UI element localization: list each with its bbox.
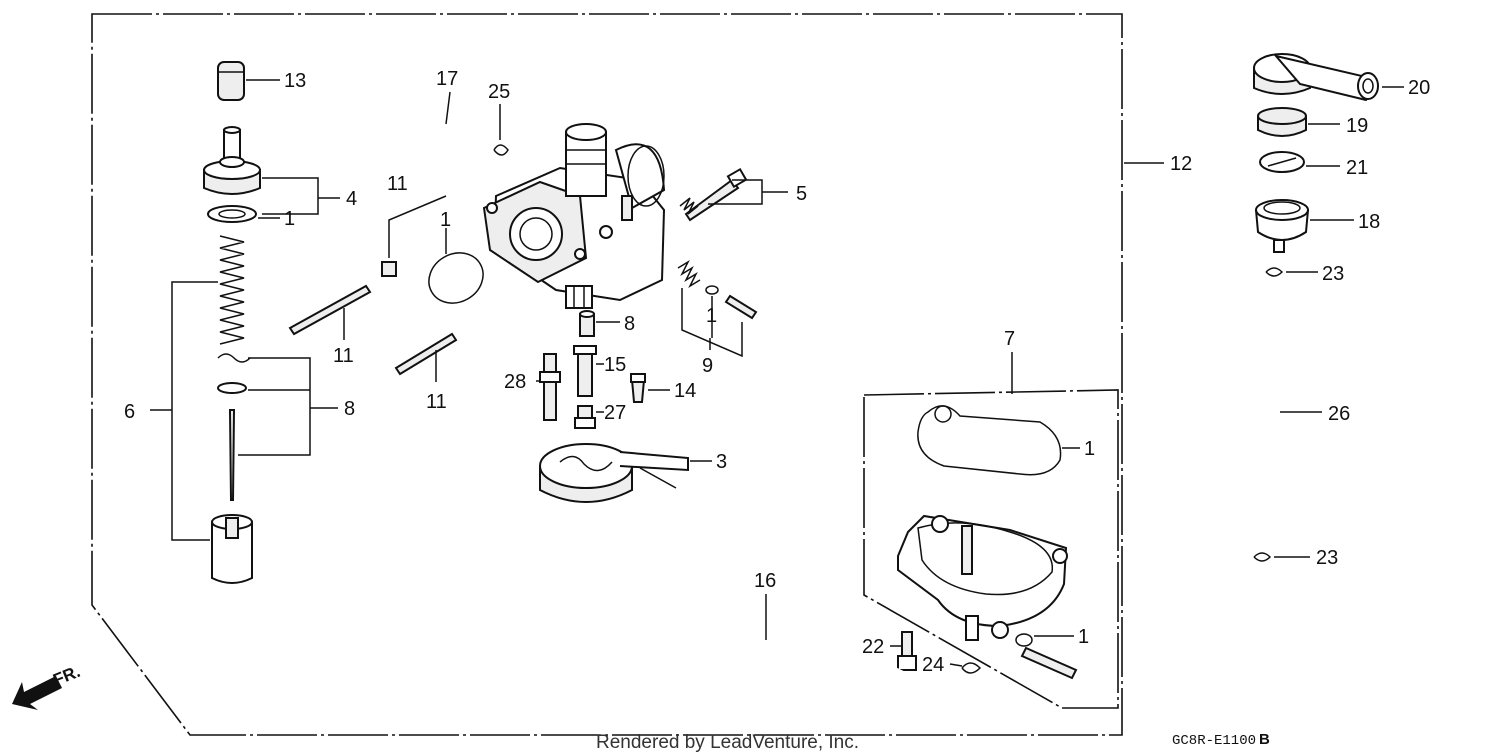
part-4-top-cap[interactable]	[203, 126, 261, 195]
label-1-gasket: 1	[1084, 438, 1095, 460]
part-23-clip-bottom[interactable]	[1253, 552, 1272, 562]
part-11-screw-b[interactable]	[394, 332, 458, 376]
part-14-float-valve[interactable]	[630, 373, 646, 403]
label-28: 28	[504, 371, 526, 393]
part-1-drain-oring[interactable]	[1015, 633, 1033, 647]
part-13-cap[interactable]	[217, 61, 245, 101]
direction-label: FR.	[50, 662, 83, 690]
label-9: 9	[702, 355, 713, 377]
part-21-plate[interactable]	[1259, 151, 1305, 173]
label-20: 20	[1408, 77, 1430, 99]
part-11-screw-a[interactable]	[288, 284, 372, 336]
part-drain-screw[interactable]	[1020, 646, 1078, 680]
part-1-washer-top[interactable]	[207, 205, 257, 223]
part-8-washer[interactable]	[217, 382, 247, 394]
part-3-float[interactable]	[539, 443, 689, 503]
label-8-left: 8	[344, 398, 355, 420]
label-7: 7	[1004, 328, 1015, 350]
label-11-b: 11	[426, 391, 447, 413]
label-25: 25	[488, 81, 510, 103]
label-11-top: 11	[387, 173, 408, 195]
part-5-screw[interactable]	[679, 167, 748, 222]
front-direction-arrow-icon	[12, 676, 62, 710]
label-5: 5	[796, 183, 807, 205]
label-18: 18	[1358, 211, 1380, 233]
label-1-top: 1	[284, 208, 295, 230]
label-13: 13	[284, 70, 306, 92]
label-19: 19	[1346, 115, 1368, 137]
label-8-jet: 8	[624, 313, 635, 335]
label-26: 26	[1328, 403, 1350, 425]
part-1-oring[interactable]	[420, 243, 492, 313]
part-28-slow-jet[interactable]	[539, 353, 561, 421]
label-1-drain: 1	[1078, 626, 1089, 648]
label-23-top: 23	[1322, 263, 1344, 285]
carburetor-body[interactable]	[482, 123, 666, 309]
label-14: 14	[674, 380, 696, 402]
diagram-code-text: GC8R-E1100	[1172, 733, 1256, 749]
label-21: 21	[1346, 157, 1368, 179]
float-chamber-boundary	[863, 389, 1119, 709]
label-4: 4	[346, 188, 357, 210]
label-27: 27	[604, 402, 626, 424]
label-1-oring: 1	[440, 209, 451, 231]
part-19-filter[interactable]	[1257, 107, 1307, 137]
part-8-jet[interactable]	[579, 310, 595, 337]
label-17: 17	[436, 68, 458, 90]
label-22: 22	[862, 636, 884, 658]
label-12: 12	[1170, 153, 1192, 175]
part-16-drain-tube[interactable]	[593, 643, 971, 706]
part-25-clip[interactable]	[493, 144, 509, 156]
part-6-spring[interactable]	[219, 235, 245, 345]
label-11-a: 11	[333, 345, 354, 367]
label-15: 15	[604, 354, 626, 376]
part-1-gasket[interactable]	[917, 405, 1062, 476]
part-18-housing[interactable]	[1255, 199, 1309, 253]
label-3: 3	[716, 451, 727, 473]
part-7-float-chamber[interactable]	[897, 514, 1068, 641]
diagram-code-suffix: B	[1259, 731, 1270, 748]
part-24-clip[interactable]	[961, 662, 982, 674]
part-22-screw[interactable]	[897, 631, 917, 671]
part-8-jet-needle[interactable]	[228, 409, 236, 501]
label-16: 16	[754, 570, 776, 592]
part-15-needle-jet[interactable]	[573, 345, 597, 397]
label-24: 24	[922, 654, 944, 676]
label-1-pilot: 1	[706, 305, 717, 327]
part-9-pilot-screw[interactable]	[677, 260, 758, 320]
part-11-nut[interactable]	[381, 261, 397, 277]
part-23-clip-top[interactable]	[1265, 267, 1284, 277]
footer-credit: Rendered by LeadVenture, Inc.	[596, 732, 859, 753]
label-23-bottom: 23	[1316, 547, 1338, 569]
assembly-boundary	[91, 13, 1123, 736]
label-6: 6	[124, 401, 135, 423]
part-8-clip[interactable]	[217, 353, 251, 363]
part-20-cap[interactable]	[1253, 53, 1379, 102]
part-27-main-jet[interactable]	[574, 405, 596, 429]
part-6-throttle-valve[interactable]	[211, 514, 253, 584]
